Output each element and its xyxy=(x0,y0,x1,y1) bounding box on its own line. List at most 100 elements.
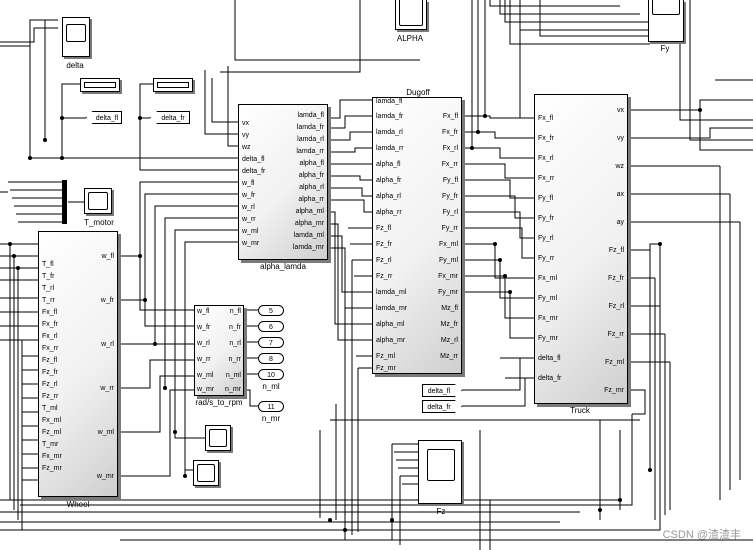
rad2rpm-in-w-rl: w_rl xyxy=(197,340,210,347)
alpha-lamda-out-alpha-rr: alpha_rr xyxy=(298,196,324,203)
wheel-in-fx-fl: Fx_fl xyxy=(42,309,58,316)
display-window xyxy=(157,82,189,88)
alpha-lamda-block-name: alpha_lamda xyxy=(260,262,306,271)
truck-in-fy-rl: Fy_rl xyxy=(538,235,554,242)
dugoff-in-lamda-rl: lamda_rl xyxy=(376,129,403,136)
outport-6[interactable]: 6 xyxy=(258,321,284,332)
truck-in-fx-mr: Fx_mr xyxy=(538,315,558,322)
dugoff-out-fy-rl: Fy_rl xyxy=(442,209,458,216)
scope-screen-icon xyxy=(427,449,455,481)
fy-scope[interactable] xyxy=(648,0,684,42)
alpha-lamda-out-alpha-fr: alpha_fr xyxy=(298,172,324,179)
outport-11[interactable]: 11 xyxy=(258,401,284,412)
wheel-block[interactable]: T_fl T_fr T_rl T_rr Fx_fl Fx_fr Fx_rl Fx… xyxy=(38,231,118,497)
dugoff-block-name: Dugoff xyxy=(406,88,430,97)
wheel-in-t-fr: T_fr xyxy=(42,273,55,280)
alpha-lamda-block[interactable]: vx vy wz delta_fl delta_fr w_fl w_fr w_r… xyxy=(238,104,328,260)
alpha-lamda-in-w-fr: w_fr xyxy=(242,192,256,199)
alpha-lamda-in-w-rl: w_rl xyxy=(242,204,255,211)
wheel-in-fx-rr: Fx_rr xyxy=(42,345,59,352)
dugoff-in-fz-ml: Fz_ml xyxy=(376,353,396,360)
truck-in-fx-rl: Fx_rl xyxy=(538,155,554,162)
truck-out-fz-fl: Fz_fl xyxy=(608,247,624,254)
alpha-lamda-in-delta-fl: delta_fl xyxy=(242,156,265,163)
outport-7[interactable]: 7 xyxy=(258,337,284,348)
from-delta-fr[interactable]: delta_fr xyxy=(422,400,462,413)
truck-in-delta-fr: delta_fr xyxy=(538,375,562,382)
dugoff-out-mz-fr: Mz_fr xyxy=(440,321,459,328)
truck-block[interactable]: Fx_fl Fx_fr Fx_rl Fx_rr Fy_fl Fy_fr Fy_r… xyxy=(534,94,628,404)
wheel-speed-scope-1[interactable] xyxy=(205,425,231,451)
outport-8[interactable]: 8 xyxy=(258,353,284,364)
truck-out-fz-rl: Fz_rl xyxy=(608,303,624,310)
scope-screen-icon xyxy=(88,192,108,210)
alpha-lamda-out-lamda-fr: lamda_fr xyxy=(296,124,324,131)
dugoff-out-fy-fl: Fy_fl xyxy=(442,177,458,184)
dugoff-out-mz-rr: Mz_rr xyxy=(440,353,458,360)
scope-screen-icon xyxy=(652,0,680,15)
wheel-out-w-ml: w_ml xyxy=(97,429,114,436)
rad2rpm-out-n-mr: n_mr xyxy=(225,386,241,393)
delta-fl-display[interactable] xyxy=(80,78,120,92)
dugoff-in-alpha-fl: alpha_fl xyxy=(376,161,401,168)
rad2rpm-block[interactable]: w_fl w_fr w_rl w_rr w_ml w_mr n_fl n_fr … xyxy=(194,305,244,396)
wheel-in-t-rr: T_rr xyxy=(42,297,55,304)
truck-in-fy-rr: Fy_rr xyxy=(538,255,555,262)
alpha-lamda-out-lamda-rr: lamda_rr xyxy=(296,148,324,155)
dugoff-in-lamda-ml: lamda_ml xyxy=(376,289,407,296)
goto-delta-fl[interactable]: delta_fl xyxy=(86,111,122,124)
dugoff-out-mz-fl: Mz_fl xyxy=(441,305,458,312)
wheel-in-fz-fr: Fz_fr xyxy=(42,369,58,376)
rad2rpm-out-n-fr: n_fr xyxy=(228,324,241,331)
wheel-in-fx-rl: Fx_rl xyxy=(42,333,58,340)
truck-in-fx-fl: Fx_fl xyxy=(538,115,554,122)
t-motor-scope-label: T_motor xyxy=(84,218,114,227)
dugoff-out-fy-rr: Fy_rr xyxy=(441,225,458,232)
rad2rpm-out-n-rr: n_rr xyxy=(228,356,241,363)
fz-scope[interactable] xyxy=(418,440,462,504)
truck-out-ay: ay xyxy=(616,219,624,226)
alpha-lamda-out-alpha-fl: alpha_fl xyxy=(299,160,324,167)
alpha-lamda-in-w-rr: w_rr xyxy=(242,216,256,223)
dugoff-block[interactable]: lamda_fl lamda_fr lamda_rl lamda_rr alph… xyxy=(372,97,462,374)
dugoff-out-fx-rl: Fx_rl xyxy=(442,145,458,152)
rad2rpm-out-n-rl: n_rl xyxy=(229,340,241,347)
wheel-in-fz-rr: Fz_rr xyxy=(42,393,59,400)
scope-screen-icon xyxy=(66,24,86,42)
outport-10[interactable]: 10 xyxy=(258,369,284,380)
rad2rpm-in-w-rr: w_rr xyxy=(197,356,211,363)
alpha-scope[interactable] xyxy=(395,0,427,30)
alpha-lamda-out-alpha-ml: alpha_ml xyxy=(295,208,324,215)
from-delta-fl[interactable]: delta_fl xyxy=(422,384,462,397)
wheel-out-w-fl: w_fl xyxy=(101,253,114,260)
delta-scope[interactable] xyxy=(62,17,90,57)
dugoff-out-fx-ml: Fx_ml xyxy=(438,241,458,248)
truck-in-fx-fr: Fx_fr xyxy=(538,135,554,142)
rad2rpm-in-w-fl: w_fl xyxy=(197,308,210,315)
dugoff-in-fz-fr: Fz_fr xyxy=(376,241,392,248)
dugoff-in-alpha-mr: alpha_mr xyxy=(376,337,406,344)
t-motor-scope[interactable] xyxy=(84,188,112,214)
wheel-speed-scope-2[interactable] xyxy=(193,460,219,486)
wheel-in-t-ml: T_ml xyxy=(42,405,58,412)
truck-out-fz-mr: Fz_mr xyxy=(604,387,624,394)
dugoff-out-fy-fr: Fy_fr xyxy=(442,193,458,200)
delta-fr-display[interactable] xyxy=(153,78,193,92)
truck-in-fy-mr: Fy_mr xyxy=(538,335,558,342)
t-motor-mux[interactable] xyxy=(62,180,67,224)
outport-5[interactable]: 5 xyxy=(258,305,284,316)
alpha-lamda-out-lamda-ml: lamda_ml xyxy=(293,232,324,239)
alpha-lamda-in-w-fl: w_fl xyxy=(242,180,255,187)
scope-screen-icon xyxy=(209,429,227,447)
dugoff-out-fy-mr: Fy_mr xyxy=(438,289,458,296)
delta-scope-label: delta xyxy=(66,61,84,70)
dugoff-in-lamda-fr: lamda_fr xyxy=(376,113,404,120)
wheel-in-t-fl: T_fl xyxy=(42,261,54,268)
alpha-lamda-in-w-ml: w_ml xyxy=(242,228,259,235)
rad2rpm-block-name: rad/s_to_rpm xyxy=(195,398,243,407)
wheel-in-fx-fr: Fx_fr xyxy=(42,321,58,328)
goto-delta-fr[interactable]: delta_fr xyxy=(150,111,190,124)
alpha-lamda-in-wz: wz xyxy=(242,144,251,151)
display-window xyxy=(84,82,116,88)
wheel-out-w-mr: w_mr xyxy=(96,473,114,480)
